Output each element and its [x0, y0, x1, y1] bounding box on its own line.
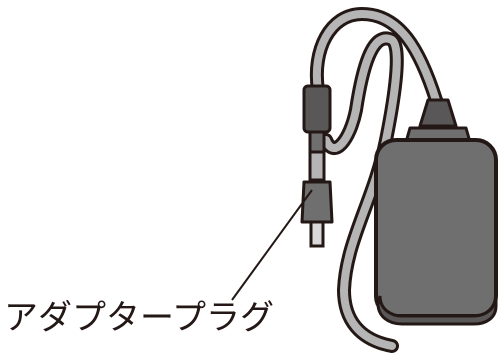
callout-label: アダプタープラグ [4, 298, 274, 338]
callout-leader-line [232, 190, 312, 300]
